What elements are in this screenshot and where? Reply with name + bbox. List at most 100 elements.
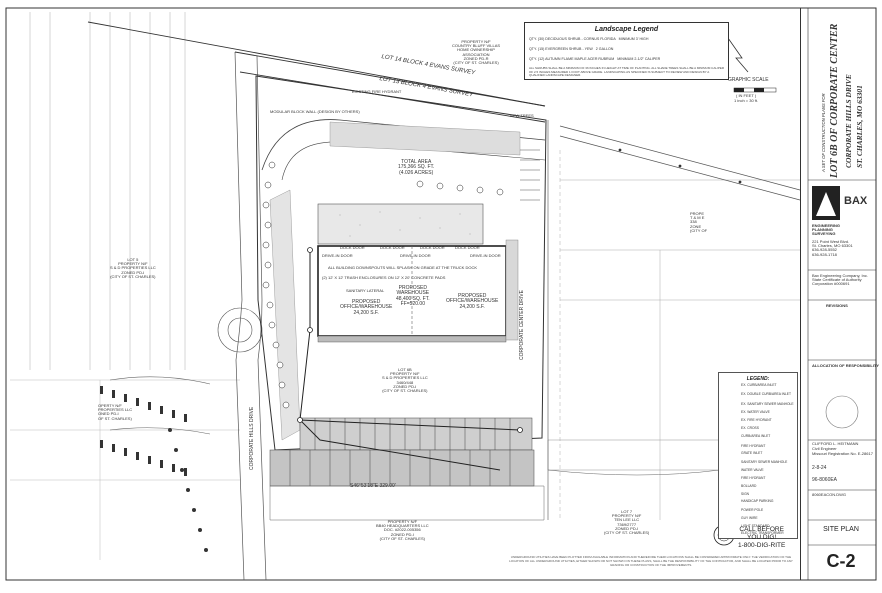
title-block bbox=[800, 8, 877, 580]
sheet-number: C-2 bbox=[826, 551, 856, 571]
legend-item: ELECTRIC TRANSFORMER bbox=[741, 531, 784, 535]
cul-de-sac bbox=[217, 307, 263, 353]
west-parking-lines bbox=[10, 379, 240, 560]
graphic-scale-bar bbox=[733, 87, 777, 93]
east-utility-diagonal bbox=[559, 125, 801, 201]
legend-row-2: QTY. (15) EVERGREEN SHRUB - YEW 2 GALLON bbox=[529, 47, 613, 51]
east-parking-stalls bbox=[520, 149, 540, 201]
legend-item: EX. CROSS bbox=[741, 426, 759, 430]
retaining-wall-note: MODULAR BLOCK WALL (DESIGN BY OTHERS) bbox=[270, 109, 360, 114]
dock-stipple bbox=[339, 211, 471, 237]
legend-item: FIRE HYDRANT bbox=[741, 476, 766, 480]
engineer-role: Civil Engineer bbox=[812, 446, 837, 451]
south-parking-lot bbox=[299, 417, 533, 451]
legend-row-2-label: QTY. (15) EVERGREEN SHRUB - YEW bbox=[529, 47, 593, 51]
south-bearing-label: S46°53'18"E 329.00' bbox=[350, 483, 396, 489]
legend-item: EX. FIRE HYDRANT bbox=[741, 418, 772, 422]
firm-address: 221 Point West Blvd.St. Charles, MO 6330… bbox=[812, 239, 853, 257]
south-parking-lower bbox=[269, 449, 535, 487]
corporate-center-drive-label: CORPORATE CENTER DRIVE bbox=[519, 290, 525, 360]
legend-item: SIGN bbox=[741, 492, 750, 496]
responsibility-title: ALLOCATION OF RESPONSIBILITY bbox=[812, 363, 880, 368]
legend-item: POWER POLE bbox=[741, 508, 764, 512]
job-number: 96-8060EA bbox=[812, 477, 838, 483]
west-parking-curves bbox=[109, 376, 211, 435]
legend-item: GUY WIRE bbox=[741, 516, 758, 520]
existing-hydrant-note: EXISTING FIRE HYDRANT bbox=[352, 89, 402, 94]
dock-door-2: DOCK DOOR bbox=[380, 245, 405, 250]
east-lot-lines bbox=[560, 179, 800, 520]
project-name: LOT 6B OF CORPORATE CENTER bbox=[829, 23, 840, 178]
manhole-1 bbox=[307, 247, 313, 253]
dock-door-1: DOCK DOOR bbox=[340, 245, 365, 250]
legend-row-3-size: MINIMUM 2-1/2" CALIPER bbox=[617, 57, 661, 61]
project-address-2: ST. CHARLES, MO 63301 bbox=[855, 85, 864, 168]
landscape-legend-title: Landscape Legend bbox=[594, 26, 659, 33]
sheet-title: SITE PLAN bbox=[823, 526, 859, 533]
file-name: 8060EACON.DWG bbox=[812, 492, 847, 497]
project-title-pre: A SET OF CONSTRUCTION PLANS FOR bbox=[821, 93, 826, 172]
trash-note: (2) 12' X 12' TRASH ENCLOSURES ON 12' X … bbox=[322, 275, 446, 280]
west-tree-row bbox=[262, 161, 290, 409]
north-property-lines bbox=[87, 21, 546, 123]
legend-row-2-size: 2 GALLON bbox=[595, 47, 614, 51]
south-tree-row bbox=[168, 428, 208, 552]
legend-item: CURB/AREA INLET bbox=[741, 434, 771, 438]
utilities-footnote: UNDERGROUND UTILITIES HAVE BEEN PLOTTED … bbox=[509, 555, 793, 567]
legend-row-1-size: MINIMUM 3' HIGH bbox=[618, 37, 649, 41]
drive-in-door-3: DRIVE-IN DOOR bbox=[470, 253, 501, 258]
legend-row-1-label: QTY. (30) DECIDUOUS SHRUB - CORNUS FLORI… bbox=[529, 37, 616, 41]
legend-row-3: QTY. (12) AUTUMN FLAME MAPLE ACER RUBRUM… bbox=[529, 57, 660, 61]
sanitary-note: SANITARY LATERAL bbox=[346, 288, 385, 293]
dock-shrubs bbox=[416, 180, 504, 196]
manhole-3 bbox=[297, 417, 303, 423]
firm-company-note: Bax Engineering Company, Inc. State Cert… bbox=[812, 273, 868, 287]
project-address-1: CORPORATE HILLS DRIVE bbox=[844, 74, 853, 168]
legend-item: GRATE INLET bbox=[741, 451, 763, 455]
legend-item: HANDICAP PARKING bbox=[741, 499, 774, 503]
legend-item: SANITARY SEWER MANHOLE bbox=[741, 460, 788, 464]
truck-dock-pad bbox=[317, 203, 484, 245]
dock-door-3: DOCK DOOR bbox=[420, 245, 445, 250]
engineer-name: CLIFFORD L. HEITMANN bbox=[812, 441, 859, 446]
dock-door-4: DOCK DOOR bbox=[455, 245, 480, 250]
landscape-legend-note: ALL SHRUBS SHALL BE A MINIMUM OF 36 INCH… bbox=[529, 66, 724, 78]
legend-item: FIRE HYDRANT bbox=[741, 444, 766, 448]
west-vertical-lines bbox=[29, 12, 186, 370]
legend-item: LIGHT STANDARD bbox=[741, 524, 770, 528]
grade-note: ALL BUILDING DOWNSPOUTS WILL SPLASH ON G… bbox=[328, 265, 477, 270]
legend-item: EX. WATER VALVE bbox=[741, 410, 770, 414]
north-arrow-icon bbox=[727, 37, 749, 73]
corporate-hills-drive-label: CORPORATE HILLS DRIVE bbox=[249, 406, 255, 470]
building-south-sidewalk bbox=[317, 335, 507, 343]
symbol-legend-title: LEGEND: bbox=[746, 376, 770, 382]
east-utility-poles bbox=[618, 148, 742, 184]
legend-item: EX. DOUBLE CURB/AREA INLET bbox=[741, 392, 792, 396]
symbol-legend: LEGEND: EX. CURB/AREA INLET EX. DOUBLE C… bbox=[718, 372, 798, 539]
west-parking-stalls bbox=[100, 386, 187, 476]
corporate-hills-drive bbox=[234, 51, 267, 581]
firm-name: BAX bbox=[844, 195, 868, 207]
title-block-dividers bbox=[807, 8, 876, 580]
southeast-curve bbox=[547, 469, 721, 476]
legend-item: EX. SANITARY SEWER MANHOLE bbox=[741, 402, 794, 406]
legend-item: EX. CURB/AREA INLET bbox=[741, 383, 777, 387]
manhole-4 bbox=[517, 427, 523, 433]
south-boundary-band bbox=[269, 485, 545, 521]
asphalt-band-north bbox=[329, 121, 521, 156]
north-drive-edge bbox=[261, 119, 546, 171]
legend-item: WATER VALVE bbox=[741, 468, 764, 472]
